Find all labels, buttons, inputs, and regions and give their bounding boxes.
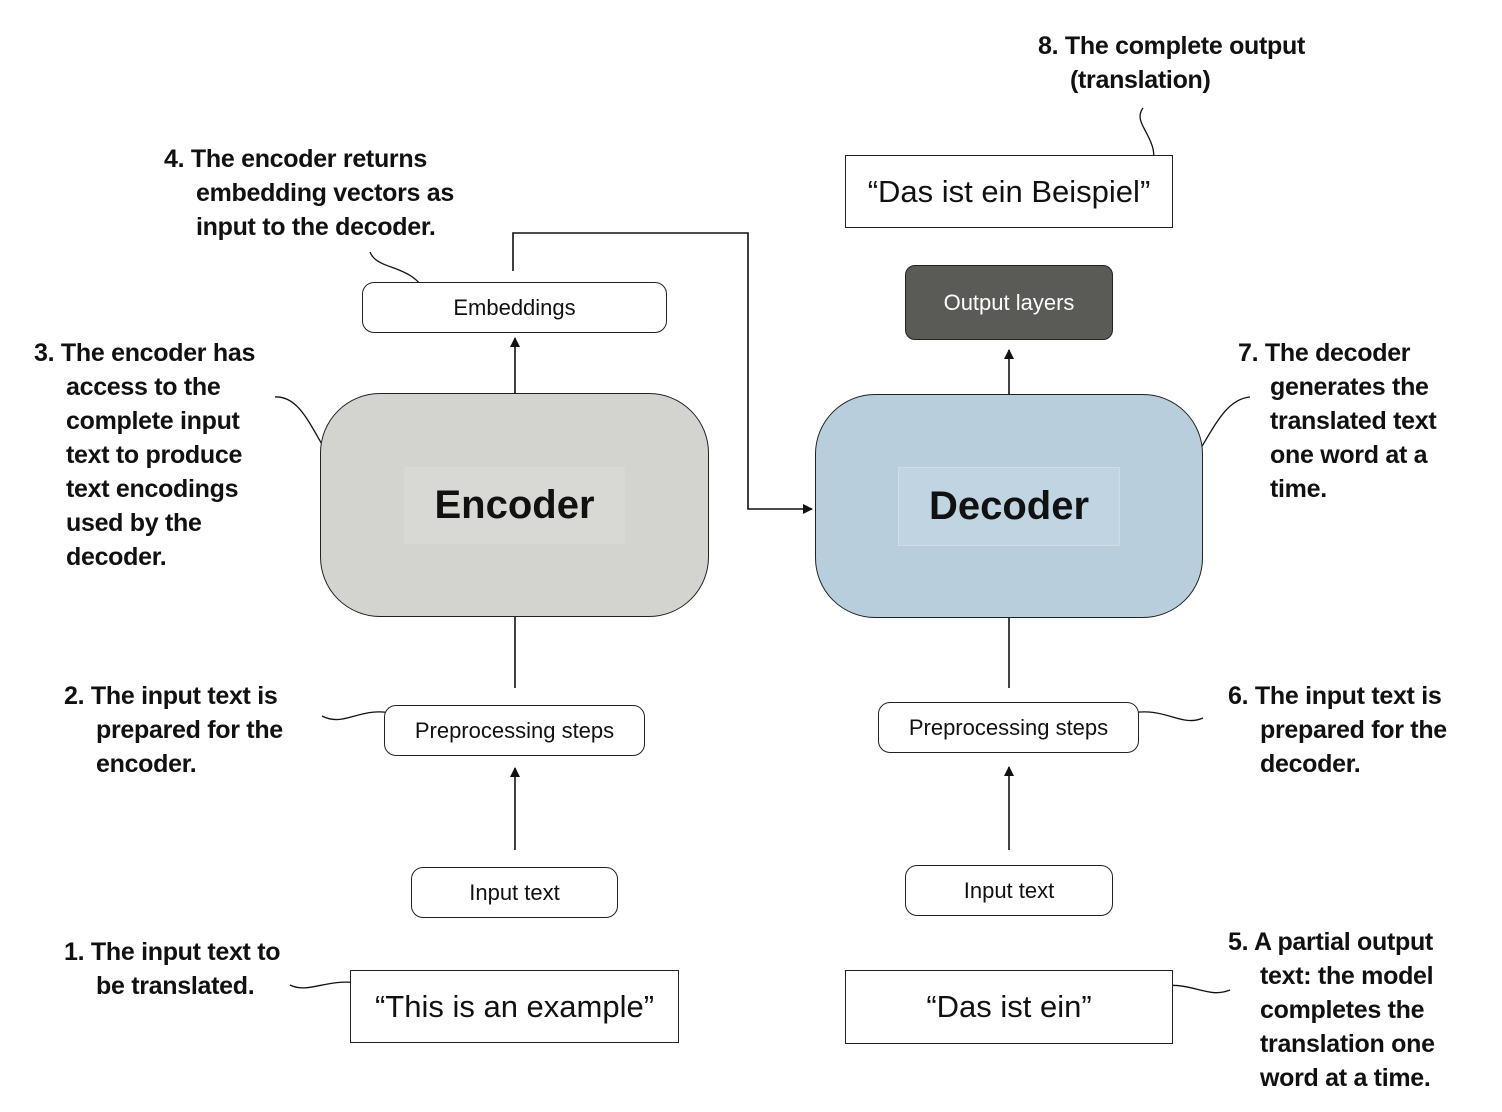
embeddings-label: Embeddings [453,294,576,320]
decoder-partial-quote-text: “Das ist ein” [926,989,1092,1024]
encoder-label: Encoder [404,466,625,544]
annotation-2-line-1: 2. The input text is [64,682,278,710]
encoder-block: Encoder [320,393,709,617]
annotation-1-line-2: be translated. [96,972,255,1000]
annotation-8-line-2: (translation) [1070,66,1211,94]
annotation-2-line-3: encoder. [96,750,197,778]
annotation-8-line-1: 8. The complete output [1038,32,1306,60]
annotation-3-line-2: access to the [66,373,221,401]
annotation-5-line-2: text: the model [1260,962,1434,990]
arrow-embeddings-to-decoder [512,232,813,514]
encoder-preprocessing-label: Preprocessing steps [414,717,615,743]
final-output-quote-text: “Das ist ein Beispiel” [867,173,1151,209]
annotation-5-line-5: word at a time. [1260,1064,1431,1092]
annotation-5-line-4: translation one [1260,1030,1435,1058]
encoder-preprocessing-box: Preprocessing steps [384,705,645,756]
annotation-1: 1. The input text to be translated. [64,935,281,1003]
annotation-5: 5. A partial output text: the model comp… [1228,925,1435,1095]
encoder-input-text-box: Input text [411,867,618,918]
annotation-4-line-1: 4. The encoder returns [164,145,427,173]
annotation-7-line-5: time. [1270,475,1327,503]
encoder-input-quote-text: “This is an example” [374,988,655,1024]
annotation-6: 6. The input text is prepared for the de… [1228,679,1447,781]
decoder-input-text-box: Input text [905,865,1113,916]
annotation-7-line-3: translated text [1270,407,1437,435]
annotation-7-line-4: one word at a [1270,441,1428,469]
encoder-input-text-label: Input text [469,879,560,905]
annotation-7-line-2: generates the [1270,373,1429,401]
annotation-3-line-7: decoder. [66,543,167,571]
decoder-preprocessing-box: Preprocessing steps [878,702,1139,753]
annotation-7-line-1: 7. The decoder [1238,339,1411,367]
output-layers-box: Output layers [905,265,1113,340]
annotation-8: 8. The complete output (translation) [1038,29,1305,97]
encoder-input-quote-box: “This is an example” [350,970,679,1043]
annotation-3-line-4: text to produce [66,441,243,469]
output-layers-label: Output layers [943,289,1075,315]
annotation-3-line-6: used by the [66,509,202,537]
annotation-2-line-2: prepared for the [96,716,283,744]
annotation-4: 4. The encoder returns embedding vectors… [164,142,454,244]
annotation-3-line-3: complete input [66,407,240,435]
embeddings-box: Embeddings [362,282,667,333]
annotation-6-line-3: decoder. [1260,750,1361,778]
annotation-7: 7. The decoder generates the translated … [1238,336,1437,506]
annotation-5-line-1: 5. A partial output [1228,928,1433,956]
decoder-label: Decoder [897,466,1121,546]
annotation-6-line-2: prepared for the [1260,716,1447,744]
annotation-2: 2. The input text is prepared for the en… [64,679,283,781]
decoder-block: Decoder [815,394,1203,618]
annotation-1-line-1: 1. The input text to [64,938,281,966]
annotation-6-line-1: 6. The input text is [1228,682,1442,710]
annotation-3-line-1: 3. The encoder has [34,339,256,367]
annotation-3: 3. The encoder has access to the complet… [34,336,255,574]
annotation-4-line-3: input to the decoder. [196,213,436,241]
decoder-preprocessing-label: Preprocessing steps [908,714,1109,740]
annotation-4-line-2: embedding vectors as [196,179,454,207]
final-output-quote-box: “Das ist ein Beispiel” [845,155,1173,228]
annotation-3-line-5: text encodings [66,475,239,503]
decoder-input-text-label: Input text [963,877,1055,903]
decoder-partial-quote-box: “Das ist ein” [845,970,1173,1044]
annotation-5-line-3: completes the [1260,996,1425,1024]
